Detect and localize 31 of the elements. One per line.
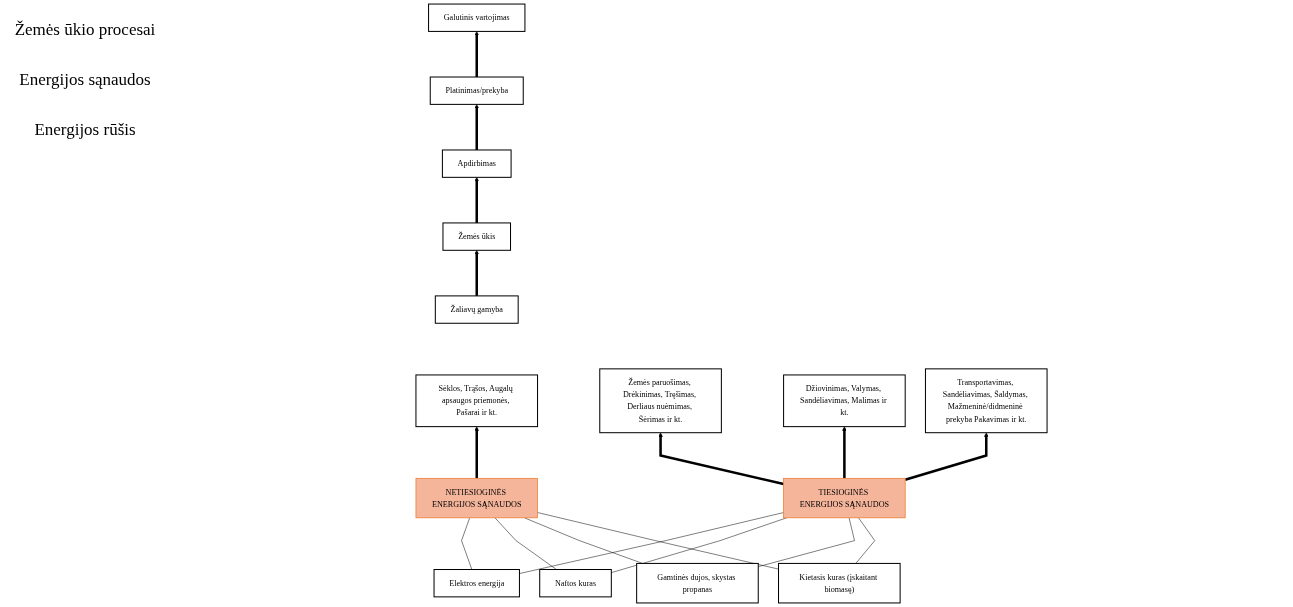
row-label: Energijos rūšis	[33, 120, 137, 140]
node-box: Žemės paruošimas, Drėkinimas, Tręšimas, Derliaus nuėmimas, Šėrimas ir kt.	[599, 368, 722, 434]
connector	[758, 517, 855, 567]
node-box: Sėklos, Trąšos, Augalų apsaugos priemonės, Pašarai ir kt.	[415, 374, 539, 428]
node-box: Žemės ūkis	[442, 222, 512, 251]
arrow	[474, 177, 479, 223]
node-box: Žaliavų gamyba	[434, 295, 519, 324]
node-box: Kietasis kuras (įskaitant biomasę)	[778, 562, 901, 604]
node-box: NETIESIOGINĖS ENERGIJOS SĄNAUDOS	[415, 477, 538, 519]
arrow	[474, 31, 479, 77]
arrow	[842, 426, 847, 479]
arrow	[474, 104, 479, 150]
node-box: Apdirbimas	[441, 149, 512, 178]
row-label: Žemės ūkio procesai	[13, 20, 157, 40]
connector	[494, 517, 557, 570]
node-box: Platinimas/prekyba	[429, 76, 524, 105]
node-box: Gamtinės dujos, skystas propanas	[636, 562, 759, 604]
connector	[461, 517, 473, 570]
row-label: Energijos sąnaudos	[18, 70, 152, 90]
node-box: Elektros energija	[433, 569, 520, 598]
node-box: Galutinis vartojimas	[428, 3, 526, 32]
connector	[524, 517, 643, 564]
node-box: Naftos kuras	[539, 569, 612, 598]
arrow	[904, 432, 989, 482]
arrow	[474, 250, 479, 296]
node-box: TIESIOGINĖS ENERGIJOS SĄNAUDOS	[783, 477, 906, 519]
connector	[611, 517, 787, 573]
node-box: Džiovinimas, Valymas, Sandėliavimas, Malimas ir kt.	[783, 374, 906, 428]
node-box: Transportavimas, Sandėliavimas, Šaldymas, Mažmeninė/didmeninė prekyba Pakavimas ir kt.	[924, 368, 1048, 434]
arrow	[474, 426, 479, 479]
arrow	[658, 432, 784, 486]
